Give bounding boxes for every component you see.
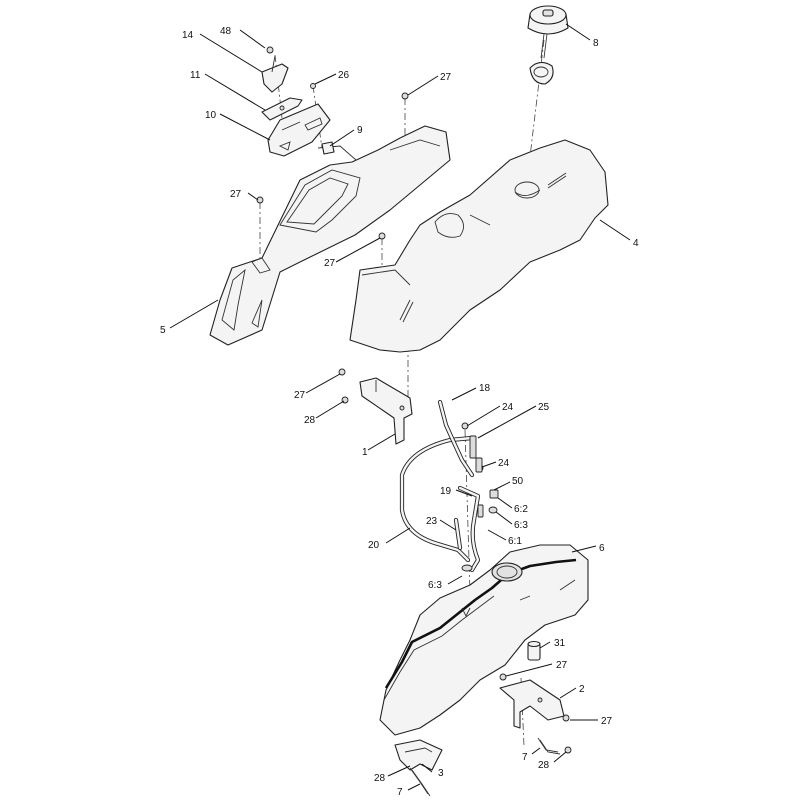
part-2-bracket — [499, 679, 565, 729]
callout-6-3-lower: 6:3 — [428, 580, 442, 591]
callout-50: 50 — [512, 476, 524, 487]
callout-27-bracket: 27 — [294, 390, 306, 401]
callout-4: 4 — [633, 238, 639, 249]
part-9-clip — [321, 141, 335, 155]
callout-2: 2 — [579, 684, 585, 695]
part-4-tank-cover — [349, 139, 609, 353]
part-11-bracket — [261, 97, 303, 121]
callout-28-right: 28 — [538, 760, 550, 771]
part-19-hose — [453, 485, 481, 573]
callout-28-bottom: 28 — [374, 773, 386, 784]
callout-3: 3 — [438, 768, 444, 779]
callout-6-3-upper: 6:3 — [514, 520, 528, 531]
callout-31: 31 — [554, 638, 566, 649]
callout-14: 14 — [182, 30, 194, 41]
callout-labels: 48 14 11 26 27 10 9 8 27 4 27 5 27 28 1 … — [160, 26, 639, 798]
part-10-bracket — [267, 103, 331, 157]
part-5-left-shroud — [209, 125, 451, 346]
callout-25: 25 — [538, 402, 550, 413]
part-31-spacer — [527, 640, 541, 661]
fittings — [461, 435, 499, 572]
callout-9: 9 — [357, 125, 363, 136]
callout-8: 8 — [593, 38, 599, 49]
callout-27-right: 27 — [601, 716, 613, 727]
callout-27-center: 27 — [324, 258, 336, 269]
part-20-fuel-line — [399, 435, 475, 563]
callout-19: 19 — [440, 486, 452, 497]
callout-7-bottom: 7 — [397, 787, 403, 798]
callout-23: 23 — [426, 516, 438, 527]
part-1-bracket — [359, 377, 413, 445]
callout-27-tank: 27 — [556, 660, 568, 671]
callout-1: 1 — [362, 447, 368, 458]
part-7-clips — [409, 737, 561, 797]
leader-lines — [169, 23, 631, 791]
callout-28-bracket: 28 — [304, 415, 316, 426]
callout-27-top: 27 — [440, 72, 452, 83]
part-18-vent-hose — [437, 399, 475, 478]
callout-48: 48 — [220, 26, 232, 37]
callout-20: 20 — [368, 540, 380, 551]
callout-10: 10 — [205, 110, 217, 121]
callout-26: 26 — [338, 70, 350, 81]
callout-27-left: 27 — [230, 189, 242, 200]
callout-11: 11 — [190, 70, 201, 81]
callout-6-2: 6:2 — [514, 504, 528, 515]
part-8-fuel-cap — [527, 5, 569, 85]
callout-24-upper: 24 — [502, 402, 514, 413]
part-3-bracket — [394, 739, 443, 771]
part-6-fuel-tank — [379, 544, 589, 736]
callout-18: 18 — [479, 383, 491, 394]
part-14-latch — [261, 55, 289, 93]
callout-7-right: 7 — [522, 752, 528, 763]
callout-24-lower: 24 — [498, 458, 510, 469]
callout-5: 5 — [160, 325, 166, 336]
callout-6-1: 6:1 — [508, 536, 522, 547]
callout-6: 6 — [599, 543, 605, 554]
